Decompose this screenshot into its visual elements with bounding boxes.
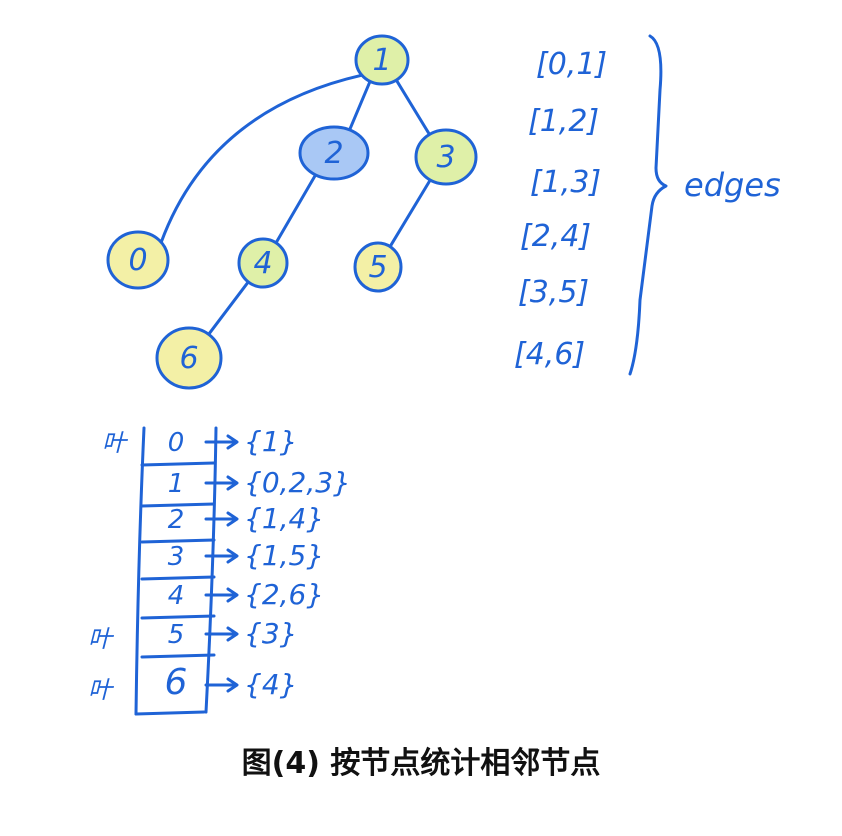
node-label: 6: [179, 341, 198, 376]
edge-item: [0,1]: [536, 47, 607, 82]
row-node: 0: [168, 428, 185, 458]
tree-node-1: 1: [354, 34, 410, 86]
row-neighbors: {1}: [244, 425, 297, 458]
row-divider: [140, 653, 216, 659]
tree-node-2: 2: [298, 125, 370, 181]
tree-link-1-0: [159, 73, 364, 244]
row-neighbors: {3}: [244, 617, 297, 650]
arrow-icon: [204, 434, 239, 450]
arrow-icon: [204, 677, 239, 693]
node-label: 3: [436, 140, 455, 175]
table-row: 6 {4} 叶: [88, 662, 297, 704]
node-label: 4: [253, 246, 272, 281]
arrow-icon: [204, 587, 239, 603]
edge-item: [2,4]: [520, 219, 591, 254]
table-row: 0 {1} 叶: [102, 425, 297, 467]
row-node: 6: [165, 662, 188, 703]
table-row: 1 {0,2,3}: [140, 466, 351, 508]
table-bottom-border: [134, 710, 206, 716]
leaf-tag: 叶: [88, 676, 115, 704]
table-row: 2 {1,4}: [140, 502, 324, 544]
node-label: 1: [372, 43, 391, 78]
edges-brace: [628, 34, 668, 376]
arrow-icon: [204, 511, 239, 527]
row-divider: [140, 502, 216, 508]
tree-link-1-2: [348, 79, 372, 132]
table-row: 4 {2,6}: [140, 578, 324, 620]
arrow-icon: [204, 626, 239, 642]
leaf-tag: 叶: [102, 429, 129, 457]
edge-item: [3,5]: [518, 275, 589, 310]
row-node: 2: [168, 505, 185, 535]
tree-nodes: 1 2 3 0 4 5 6: [106, 34, 478, 390]
adjacency-table: 0 {1} 叶 1 {0,2,3} 2 {1,4} 3 {1,5} 4 {2,6} 5 {3} 叶 6 {4}…: [88, 425, 351, 716]
row-node: 4: [168, 581, 185, 611]
row-divider: [140, 538, 216, 544]
tree-links: [159, 73, 432, 336]
row-node: 3: [168, 542, 185, 572]
row-neighbors: {1,4}: [244, 502, 324, 535]
edges-label: edges: [684, 166, 781, 204]
figure-caption: 图(4) 按节点统计相邻节点: [241, 746, 601, 781]
tree-link-3-5: [388, 178, 432, 249]
tree-link-4-6: [207, 280, 250, 336]
leaf-tag: 叶: [88, 625, 115, 653]
row-node: 1: [168, 469, 185, 499]
row-neighbors: {1,5}: [244, 539, 324, 572]
tree-node-6: 6: [155, 326, 223, 390]
row-neighbors: {0,2,3}: [244, 466, 351, 499]
tree-node-0: 0: [106, 230, 170, 290]
table-row: 3 {1,5}: [140, 539, 324, 581]
edge-item: [1,2]: [528, 104, 599, 139]
row-neighbors: {2,6}: [244, 578, 324, 611]
node-label: 5: [368, 250, 387, 285]
edge-item: [1,3]: [530, 165, 601, 200]
row-divider: [140, 461, 216, 467]
edge-list: [0,1] [1,2] [1,3] [2,4] [3,5] [4,6] edge…: [514, 34, 781, 376]
table-row: 5 {3} 叶: [88, 617, 297, 659]
tree-link-1-3: [394, 78, 431, 136]
row-divider: [140, 575, 216, 581]
arrow-icon: [204, 475, 239, 491]
arrow-icon: [204, 548, 239, 564]
row-node: 5: [168, 620, 185, 650]
table-left-border: [134, 426, 146, 716]
tree-link-2-4: [274, 173, 318, 245]
row-divider: [140, 614, 216, 620]
tree-node-5: 5: [353, 241, 403, 293]
node-label: 2: [324, 136, 343, 171]
tree-node-4: 4: [237, 237, 289, 289]
node-label: 0: [128, 243, 147, 278]
edge-item: [4,6]: [514, 337, 585, 372]
table-right-border: [204, 426, 218, 714]
row-neighbors: {4}: [244, 668, 297, 701]
tree-node-3: 3: [414, 128, 478, 186]
